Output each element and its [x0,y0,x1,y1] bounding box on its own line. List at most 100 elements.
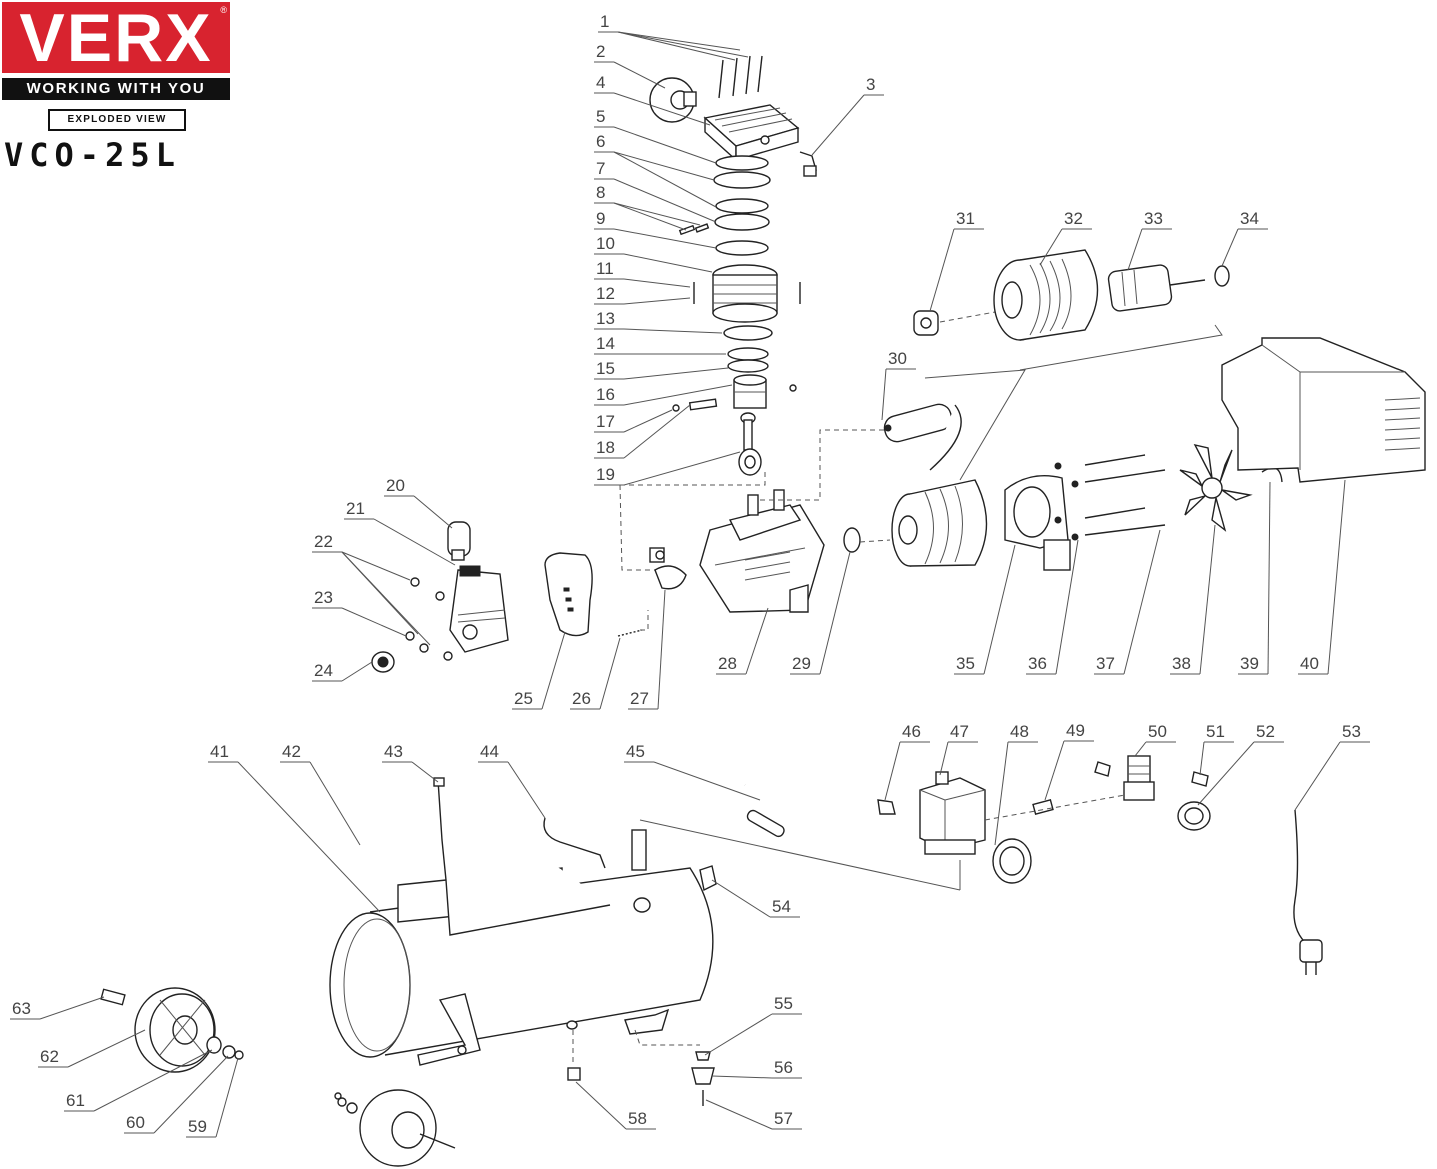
regulator [1123,755,1155,801]
callout-43: 43 [382,742,439,783]
callout-number: 10 [596,234,615,253]
callout-leader [617,31,736,61]
callout-leader [623,409,673,433]
callout-number: 48 [1010,722,1029,741]
callout-leader [623,328,723,334]
callout-leader [613,151,715,181]
callout-leader [93,1049,213,1112]
callout-31: 31 [929,209,984,312]
callout-46: 46 [884,722,930,801]
callout-leader [373,518,456,566]
callout-number: 27 [630,689,649,708]
callout-55: 55 [704,994,802,1056]
callout-number: 21 [346,499,365,518]
callout-30: 30 [881,349,916,421]
callout-number: 17 [596,412,615,431]
callout-number: 22 [314,532,333,551]
callout-leader [237,761,381,913]
callout-number: 25 [514,689,533,708]
callout-leader [613,202,701,226]
callout-leader [623,384,733,406]
tank-foot-front [417,993,481,1066]
pressure-gauge-right [1177,801,1211,831]
callout-number: 43 [384,742,403,761]
crank-cover [649,547,687,590]
callout-35: 35 [954,544,1016,675]
verx-logo: VERX ® [2,0,230,76]
callout-number: 38 [1172,654,1191,673]
callout-number: 41 [210,742,229,761]
callout-number: 55 [774,994,793,1013]
callout-26: 26 [570,637,621,710]
callout-leader [623,451,741,486]
callout-38: 38 [1170,524,1216,675]
through-bolts [1054,454,1166,541]
callout-50: 50 [1134,722,1176,757]
callout-number: 31 [956,209,975,228]
callout-number: 30 [888,349,907,368]
pump-head-parts [649,55,817,476]
drain-knob [371,651,395,673]
callout-leader [1221,228,1239,267]
callout-number: 3 [866,75,875,94]
exploded-view-badge: EXPLODED VIEW [48,109,186,131]
callout-leader [541,631,566,710]
callout-number: 62 [40,1047,59,1066]
callout-number: 42 [282,742,301,761]
callout-number: 24 [314,661,333,680]
callout-number: 5 [596,107,605,126]
callout-number: 8 [596,183,605,202]
valve-block-parts [371,521,509,673]
callout-53: 53 [1294,722,1370,811]
callout-number: 29 [792,654,811,673]
callout-17: 17 [594,409,673,433]
callout-number: 52 [1256,722,1275,741]
callout-leader [613,61,666,89]
callout-44: 44 [478,742,546,819]
callout-leader [341,607,407,637]
callout-leader [413,495,453,529]
valve-screws [405,577,453,661]
callout-32: 32 [1039,209,1092,266]
callout-leader [1044,740,1065,801]
callout-leader [613,126,717,164]
callout-leader [623,253,713,273]
callout-57: 57 [705,1099,802,1130]
callout-7: 7 [594,159,717,223]
callout-leader [1327,479,1346,675]
callout-number: 35 [956,654,975,673]
motor-bracket [1004,475,1071,571]
callout-leader [617,31,741,51]
cover-gasket [544,552,593,637]
callout-number: 12 [596,284,615,303]
registered-mark: ® [220,5,227,15]
callout-leader [613,151,717,208]
callout-leader [1267,481,1271,675]
callout-number: 15 [596,359,615,378]
callout-number: 58 [628,1109,647,1128]
callout-40: 40 [1298,479,1346,675]
callout-number: 28 [718,654,737,673]
logo-text: VERX [19,0,213,76]
callout-11: 11 [594,259,691,288]
callout-number: 33 [1144,209,1163,228]
callout-leader [613,228,717,249]
piston-rings [723,325,773,373]
outlet-pipe [433,777,611,936]
callout-27: 27 [628,589,666,710]
cylinder-screws [693,282,801,304]
callout-leader [623,367,729,380]
callout-number: 18 [596,438,615,457]
callout-leader [704,1013,773,1056]
callout-51: 51 [1199,722,1234,776]
callout-39: 39 [1238,481,1271,675]
callout-leader [1039,228,1063,266]
callout-leader [617,31,749,58]
callout-number: 34 [1240,209,1259,228]
callout-16: 16 [594,384,733,406]
callout-18: 18 [594,404,691,459]
crankcase-assembly [544,249,1426,637]
callout-leader [939,741,949,776]
callout-21: 21 [344,499,456,566]
callout-leader [623,297,691,305]
